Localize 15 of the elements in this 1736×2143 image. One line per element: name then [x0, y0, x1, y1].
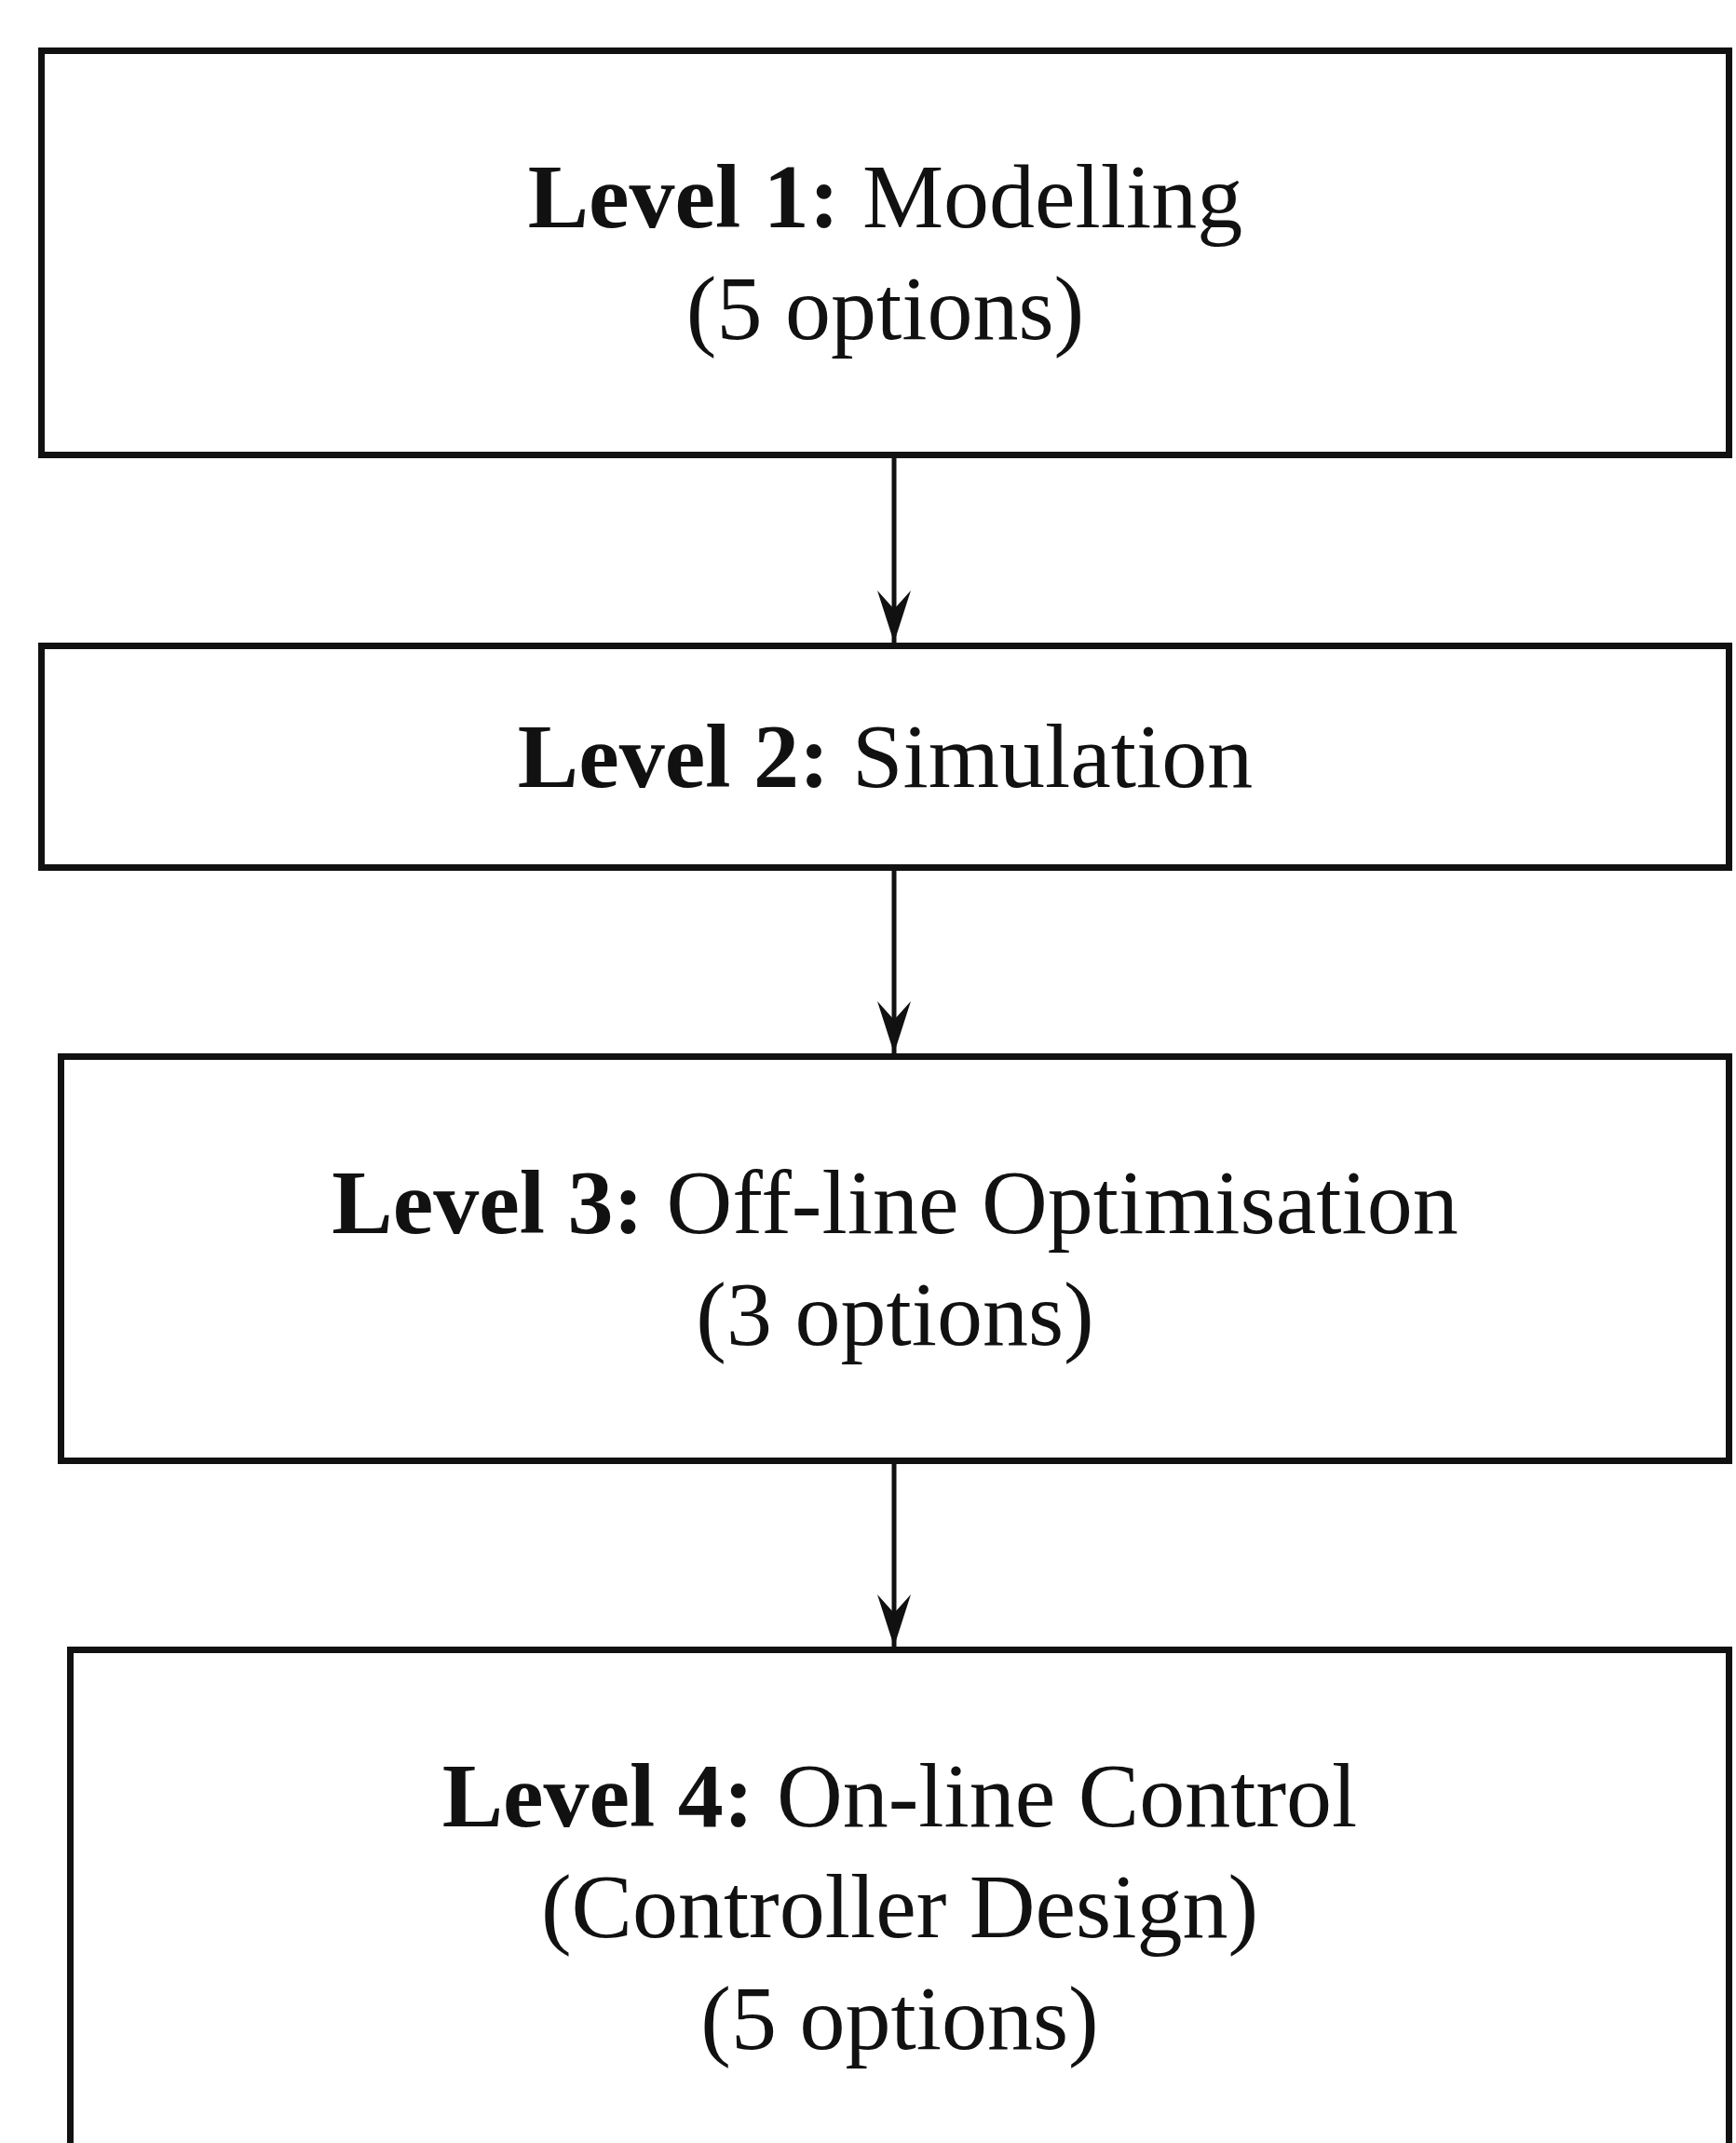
box-text: Level 2: Simulation: [517, 704, 1254, 808]
box-text: Level 1: Modelling: [527, 144, 1243, 249]
process-box: [58, 1053, 1732, 1464]
box-text: Level 4: On-line Control: [441, 1743, 1358, 1848]
process-box: [38, 47, 1732, 458]
arrow: [877, 871, 911, 1053]
process-box: [67, 1647, 1732, 2143]
box-text: (5 options): [700, 1966, 1099, 2070]
box-text: (3 options): [696, 1262, 1094, 1366]
process-box: [38, 643, 1732, 871]
box-text: (5 options): [685, 256, 1085, 360]
arrow: [877, 1464, 911, 1647]
box-text: (Controller Design): [540, 1855, 1259, 1960]
box-text: Level 3: Off-line Optimisation: [332, 1150, 1458, 1255]
arrow: [877, 458, 911, 643]
